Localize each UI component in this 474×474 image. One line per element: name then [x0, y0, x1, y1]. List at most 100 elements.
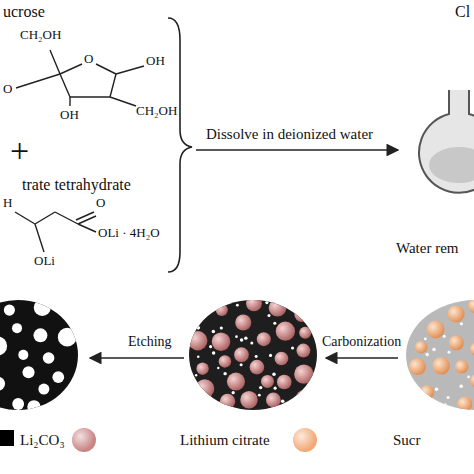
carbon-dot [291, 347, 294, 350]
carbon-dot [291, 306, 294, 309]
citrate-particle [468, 299, 474, 313]
legend-sphere [293, 428, 317, 452]
carbon-dot [190, 313, 193, 316]
carbon-dot [209, 345, 212, 348]
li2co3-particle [261, 375, 274, 388]
pore [12, 398, 24, 410]
carbon-dot [250, 342, 253, 345]
structure-label: O [3, 82, 12, 96]
structure-label: OLi [34, 254, 55, 268]
li2co3-particle [212, 332, 231, 351]
carbon-dot [240, 363, 243, 366]
carbon-dot [197, 326, 201, 330]
sucrose-dot [410, 380, 413, 383]
citrate-particle [470, 343, 474, 356]
sucrose-dot [425, 353, 428, 356]
pore [69, 387, 79, 397]
carbon-dot [267, 314, 270, 317]
structure-label: O [96, 196, 105, 210]
pore [0, 337, 7, 356]
flask [419, 90, 474, 193]
pore [52, 371, 64, 383]
citrate-particle [432, 357, 449, 374]
li2co3-particle [219, 355, 231, 367]
carbon-dot [197, 355, 200, 358]
structure-label: H [3, 196, 12, 210]
li2co3-particle [188, 331, 207, 350]
carbon-dot [235, 335, 238, 338]
carbon-dot [194, 317, 197, 320]
legend-label: Li₂CO₃ [20, 432, 65, 449]
li2co3-particle [196, 363, 208, 375]
carbon-swatch [0, 430, 14, 446]
pore [18, 350, 28, 360]
li2co3-particle [294, 365, 313, 384]
carbon-dot [223, 372, 226, 375]
sucrose-dot [443, 335, 446, 338]
pore [12, 323, 22, 333]
carbon-dot [212, 330, 215, 333]
carbon-dot [217, 367, 219, 369]
carbon-dot [212, 351, 215, 354]
li2co3-particle [195, 379, 214, 398]
citrate-particle [449, 335, 464, 350]
pore [43, 352, 55, 364]
carbon-dot [255, 355, 258, 358]
pore [4, 305, 15, 316]
li2co3-particle [234, 347, 249, 362]
legend-label: Sucr [393, 432, 421, 449]
li2co3-particle [299, 327, 311, 339]
sucrose-dot [459, 385, 462, 388]
step-label: Dissolve in deionized water [206, 126, 373, 143]
sucrose-dot [460, 322, 463, 325]
sucrose-dot [447, 396, 450, 399]
carbon-dot [193, 400, 196, 403]
carbon-dot [195, 374, 197, 376]
li2co3-particle [235, 314, 251, 330]
pore [38, 384, 49, 395]
step-label: Water rem [396, 240, 459, 257]
sucrose-dot [424, 338, 427, 341]
carbon-dot [244, 336, 247, 339]
li2co3-particle [195, 297, 208, 310]
precursor-mixture [406, 300, 474, 410]
sucrose-structure [16, 50, 144, 106]
step-label: Cl [455, 3, 470, 21]
li2co3-particle [266, 393, 281, 408]
li2co3-particle [296, 344, 310, 358]
carbon-dot [258, 394, 261, 397]
citrate-particle [404, 307, 422, 325]
li2co3-particle [250, 360, 265, 375]
sphere-highlight [293, 428, 317, 452]
citrate-particle [409, 358, 426, 375]
li2co3-particle [220, 394, 235, 409]
sucrose-dot [432, 348, 436, 352]
carbon-dot [240, 338, 243, 341]
carbon-dot [281, 399, 285, 403]
structure-label: O [84, 52, 93, 66]
li2co3-particle [257, 332, 271, 346]
carbon-dot [265, 301, 268, 304]
sphere-highlight [72, 428, 96, 452]
carbon-dot [310, 317, 313, 320]
pore [33, 328, 47, 342]
sucrose-dot [407, 403, 410, 406]
step-label: Carbonization [322, 334, 401, 349]
sucrose-dot [435, 388, 439, 392]
structure-label: OLi · 4H₂O [98, 226, 160, 240]
process-arrow [326, 357, 398, 359]
lithium-citrate-structure [15, 212, 96, 252]
li2co3-particle [240, 391, 257, 408]
brace [168, 18, 192, 272]
li2co3-particle [216, 304, 228, 316]
carbon-dot [220, 326, 223, 329]
li2co3-particle [269, 299, 287, 317]
li2co3-particle [277, 375, 292, 390]
citrate-particle [457, 397, 472, 412]
carbon-dot [274, 387, 277, 390]
structure-label: CH₂OH [20, 28, 61, 42]
carbon-composite [189, 300, 317, 410]
legend-label: Lithium citrate [180, 432, 270, 449]
step-label: Etching [128, 334, 172, 349]
